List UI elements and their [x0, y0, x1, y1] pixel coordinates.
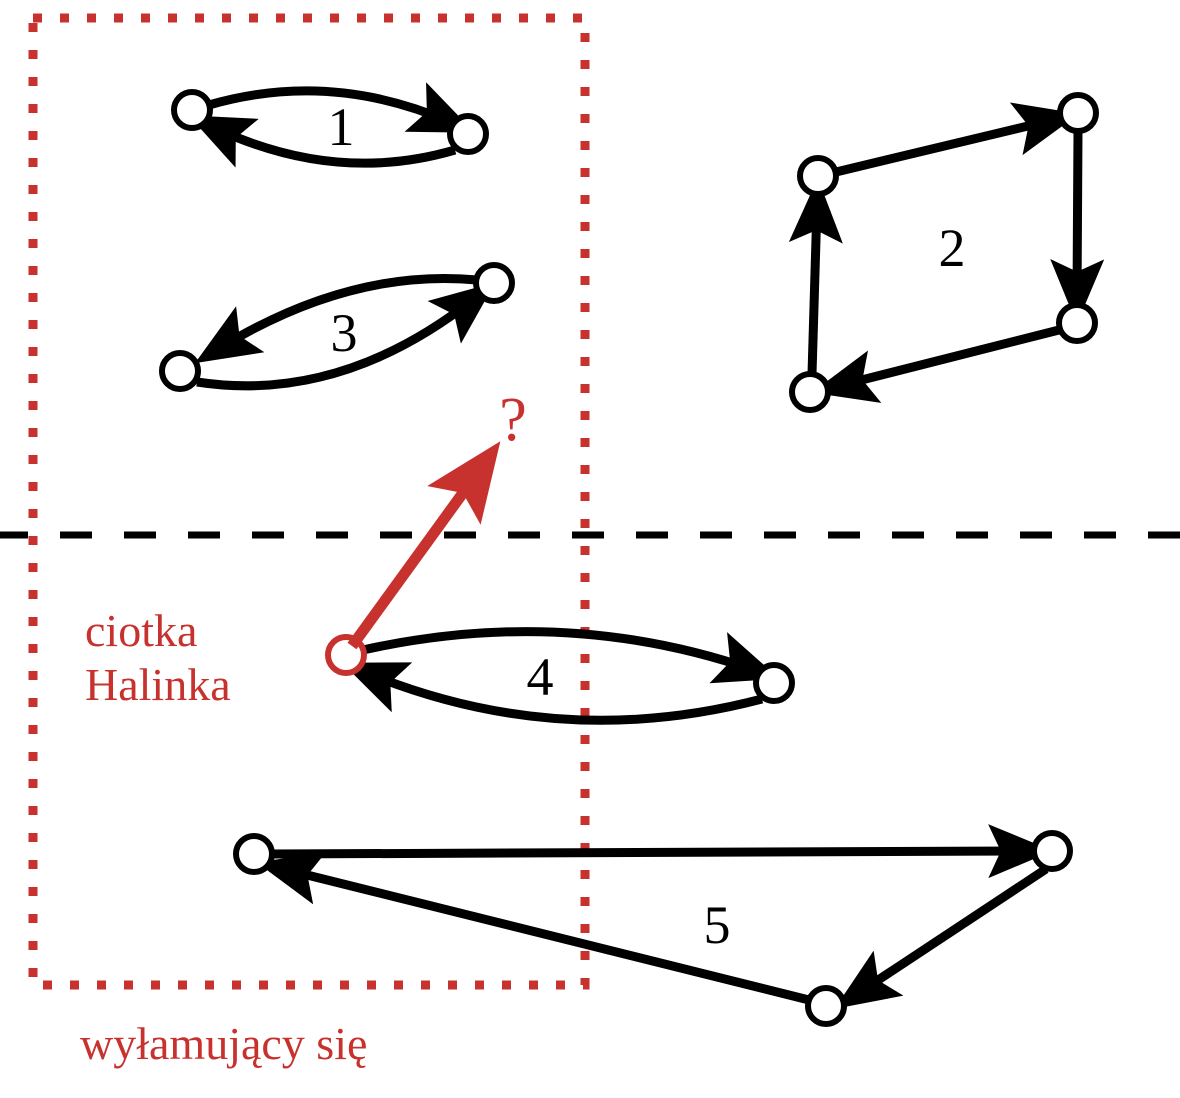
graph-node — [1031, 830, 1073, 872]
pointer-arrow-to-question — [347, 441, 501, 650]
cycle-1-group — [171, 82, 489, 168]
graph-node — [1057, 92, 1099, 134]
cycle-3-label: 3 — [330, 303, 358, 363]
breakaway-region-box — [28, 13, 590, 990]
cycle-2-group — [788, 92, 1105, 413]
aunt-halinka-label: ciotka Halinka — [85, 604, 231, 713]
cycle-1-label: 1 — [327, 97, 355, 157]
graph-node — [233, 833, 275, 875]
aunt-label-line-2: Halinka — [85, 659, 231, 711]
cycle-4-label: 4 — [526, 647, 554, 707]
cycle-3-group — [159, 262, 515, 392]
graph-node — [805, 985, 847, 1027]
graph-node — [159, 350, 201, 392]
graph-node — [171, 89, 213, 131]
cycle-2-label: 2 — [938, 218, 966, 278]
graph-node — [753, 662, 795, 704]
cycle-5-group — [233, 824, 1073, 1027]
cycle-4-group — [325, 627, 795, 725]
question-mark-label: ? — [499, 386, 527, 454]
cycle-5-label: 5 — [703, 895, 731, 955]
graph-node — [1056, 302, 1098, 344]
graph-node — [797, 155, 839, 197]
graph-node — [473, 262, 515, 304]
graph-node — [447, 113, 489, 155]
aunt-label-line-1: ciotka — [85, 605, 198, 656]
breakaway-label: wyłamujący się — [80, 1018, 368, 1069]
graph-node — [789, 371, 831, 413]
